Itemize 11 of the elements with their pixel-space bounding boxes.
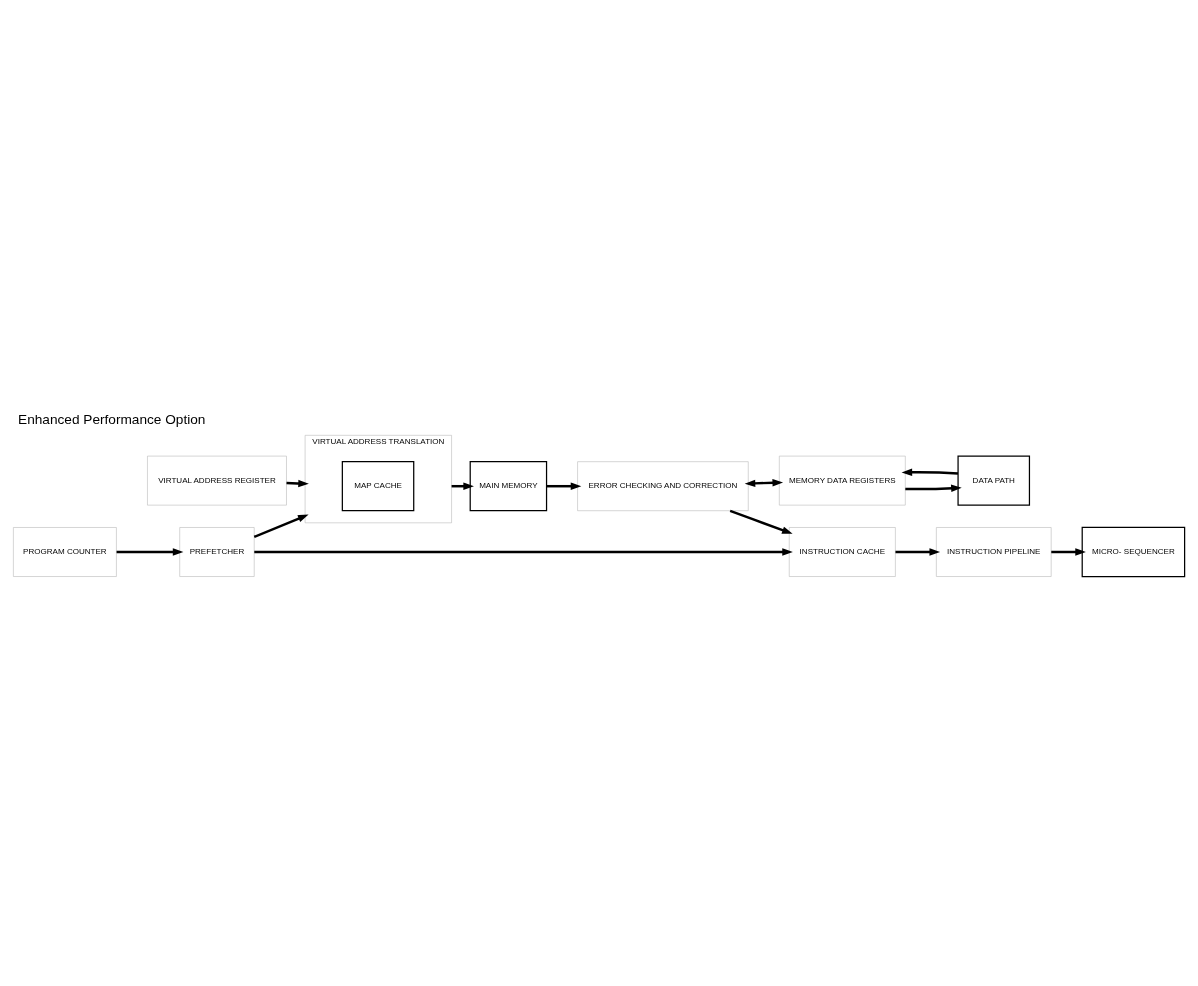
arrow (905, 484, 962, 492)
arrow (253, 514, 309, 538)
arrow (895, 547, 941, 556)
arrow (729, 509, 793, 534)
arrow (546, 482, 582, 490)
arrow (116, 547, 184, 556)
arrow (254, 547, 793, 556)
arrow (1051, 547, 1086, 556)
arrow (744, 478, 784, 487)
diagram-title: Enhanced Performance Option (18, 411, 206, 427)
arrow (901, 468, 959, 476)
